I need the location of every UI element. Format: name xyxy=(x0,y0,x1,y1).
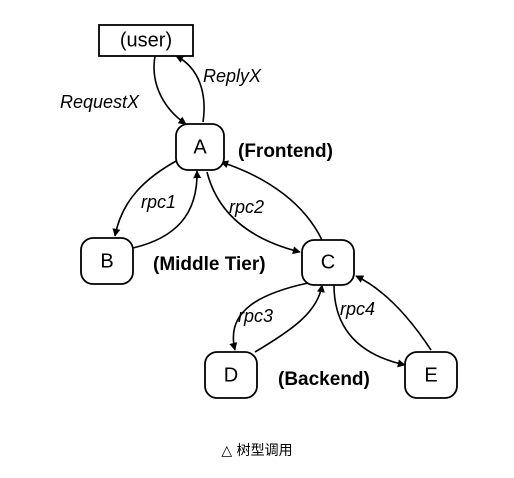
node-e: E xyxy=(404,351,458,399)
node-a: A xyxy=(175,123,225,171)
rpc4-label: rpc4 xyxy=(340,299,375,319)
edge-rpc2-a-to-c xyxy=(206,171,301,255)
edge-request-user-to-a xyxy=(153,55,187,125)
reply-label: ReplyX xyxy=(203,66,262,86)
node-e-label: E xyxy=(424,364,437,386)
rpc3-label: rpc3 xyxy=(238,306,273,326)
rpc1-label: rpc1 xyxy=(141,192,176,212)
node-user-label: (user) xyxy=(120,29,172,51)
node-c-label: C xyxy=(321,251,335,273)
edge-rpc1-a-to-b xyxy=(112,159,179,237)
edge-b-return-to-a xyxy=(132,170,202,249)
edge-reply-a-to-user xyxy=(175,55,205,123)
backend-tier-label: (Backend) xyxy=(278,369,370,390)
node-d-label: D xyxy=(224,364,238,386)
node-c: C xyxy=(301,239,355,286)
edge-d-return-to-c xyxy=(254,284,325,353)
edge-rpc3-c-to-d xyxy=(229,282,309,351)
node-b-label: B xyxy=(100,250,113,272)
middle-tier-label: (Middle Tier) xyxy=(153,254,266,275)
request-label: RequestX xyxy=(60,92,140,112)
node-user: (user) xyxy=(98,24,194,57)
node-d: D xyxy=(204,351,258,399)
rpc2-label: rpc2 xyxy=(229,197,264,217)
frontend-tier-label: (Frontend) xyxy=(238,141,333,162)
node-b: B xyxy=(80,237,134,285)
node-a-label: A xyxy=(193,136,207,158)
edge-e-return-to-c xyxy=(355,275,432,351)
edge-c-return-to-a xyxy=(220,160,323,241)
edge-rpc4-c-to-e xyxy=(333,284,406,368)
figure-caption: △ 树型调用 xyxy=(221,443,293,459)
